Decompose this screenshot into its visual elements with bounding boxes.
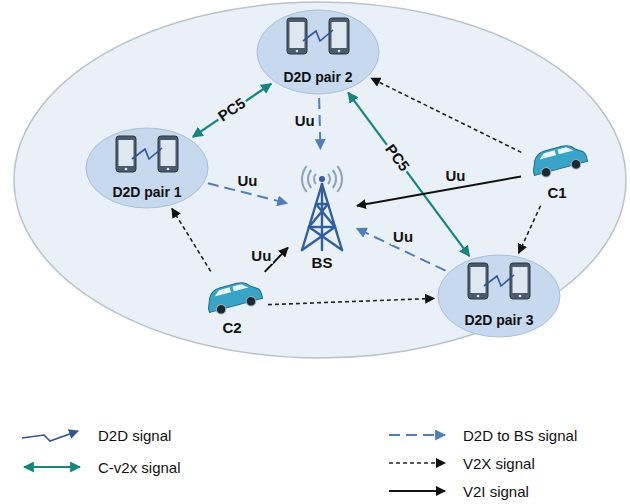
phone-icon: [116, 136, 136, 172]
d2d-signal: [132, 148, 162, 159]
interface-label: Uu: [235, 173, 259, 190]
legend-line: [389, 490, 445, 492]
legend-line: [22, 431, 78, 441]
tower-strut: [309, 227, 342, 250]
phone-button: [338, 50, 341, 53]
signal-link: [519, 206, 541, 253]
phone-icon: [287, 18, 307, 54]
pair-ellipse: [257, 10, 379, 94]
d2d-pair: D2D pair 1: [85, 127, 209, 209]
car-body: [529, 141, 588, 176]
phone-screen: [290, 22, 305, 48]
interface-label: Uu: [293, 113, 317, 130]
node-label: BS: [312, 254, 333, 271]
node-label: D2D pair 2: [283, 69, 352, 85]
legend-item: D2D signal: [18, 424, 171, 446]
vehicle: C1: [524, 137, 590, 203]
car-body: [204, 278, 263, 313]
signal-link: [357, 176, 521, 205]
legend-line: [389, 434, 445, 436]
signal-link: [172, 209, 211, 272]
interface-label: Uu: [391, 228, 415, 245]
signal-link: [357, 228, 446, 270]
interface-label: PC5: [214, 94, 251, 126]
interface-label: PC5: [380, 140, 413, 176]
car-wheel: [540, 166, 552, 178]
legend-label: V2X signal: [463, 455, 535, 472]
legend-label: C-v2x signal: [98, 459, 181, 476]
tower-strut: [321, 184, 323, 250]
car-window: [233, 283, 249, 292]
legend-sample: [18, 425, 86, 445]
legend-label: D2D to BS signal: [463, 427, 577, 444]
radio-wave: [333, 170, 336, 188]
interface-label: Uu: [443, 168, 467, 185]
phone-screen: [332, 22, 347, 48]
car-wheel: [570, 158, 582, 170]
radio-wave: [337, 166, 342, 192]
legend-item: C-v2x signal: [18, 456, 181, 478]
tower-strut: [309, 204, 328, 227]
phone-screen: [513, 267, 528, 293]
car-icon: [529, 141, 589, 180]
pair-ellipse: [438, 255, 560, 337]
pair-ellipse: [86, 128, 208, 208]
car-window: [213, 287, 231, 296]
car-wheel: [215, 303, 227, 315]
car-window: [538, 150, 556, 159]
phone-button: [477, 295, 480, 298]
node-label: C1: [547, 184, 566, 201]
phone-icon: [510, 263, 530, 299]
phone-button: [125, 168, 128, 171]
legend-line: [24, 466, 80, 468]
d2d-pair: D2D pair 3: [437, 254, 561, 338]
signal-link: [268, 298, 434, 304]
phone-button: [519, 295, 522, 298]
antenna-tip: [319, 176, 325, 182]
d2d-pair: D2D pair 2: [256, 9, 380, 95]
phone-screen: [119, 140, 134, 166]
legend-item: V2X signal: [383, 452, 535, 474]
tower-strut: [309, 226, 335, 228]
d2d-signal: [303, 30, 333, 41]
tower-strut: [302, 227, 335, 250]
tower-strut: [322, 184, 342, 250]
legend-sample: [383, 425, 451, 445]
radio-wave: [308, 170, 311, 188]
phone-screen: [161, 140, 176, 166]
tower-strut: [302, 184, 322, 250]
radio-wave: [328, 174, 330, 184]
legend-item: D2D to BS signal: [383, 424, 577, 446]
car-icon: [204, 278, 264, 317]
vehicle: C2: [199, 274, 265, 338]
interface-label: Uu: [249, 247, 273, 264]
legend-label: V2I signal: [463, 483, 529, 500]
legend-line: [389, 462, 445, 464]
node-label: D2D pair 3: [464, 312, 533, 328]
phone-icon: [158, 136, 178, 172]
car-wheel: [245, 295, 257, 307]
legend-sample: [383, 481, 451, 501]
phone-icon: [329, 18, 349, 54]
coverage-area: [14, 2, 626, 358]
legend-sample: [18, 457, 86, 477]
node-label: C2: [222, 319, 241, 336]
legend-label: D2D signal: [98, 427, 171, 444]
signal-link: [319, 98, 320, 149]
car-window: [558, 146, 574, 155]
phone-button: [167, 168, 170, 171]
d2d-signal: [484, 275, 514, 286]
signal-link: [193, 84, 271, 137]
phone-button: [296, 50, 299, 53]
legend-sample: [383, 453, 451, 473]
radio-wave: [302, 166, 307, 192]
node-label: D2D pair 1: [112, 184, 181, 200]
base-station: BS: [290, 152, 354, 272]
phone-screen: [471, 267, 486, 293]
radio-wave: [314, 174, 316, 184]
legend-item: V2I signal: [383, 480, 529, 502]
phone-icon: [468, 263, 488, 299]
